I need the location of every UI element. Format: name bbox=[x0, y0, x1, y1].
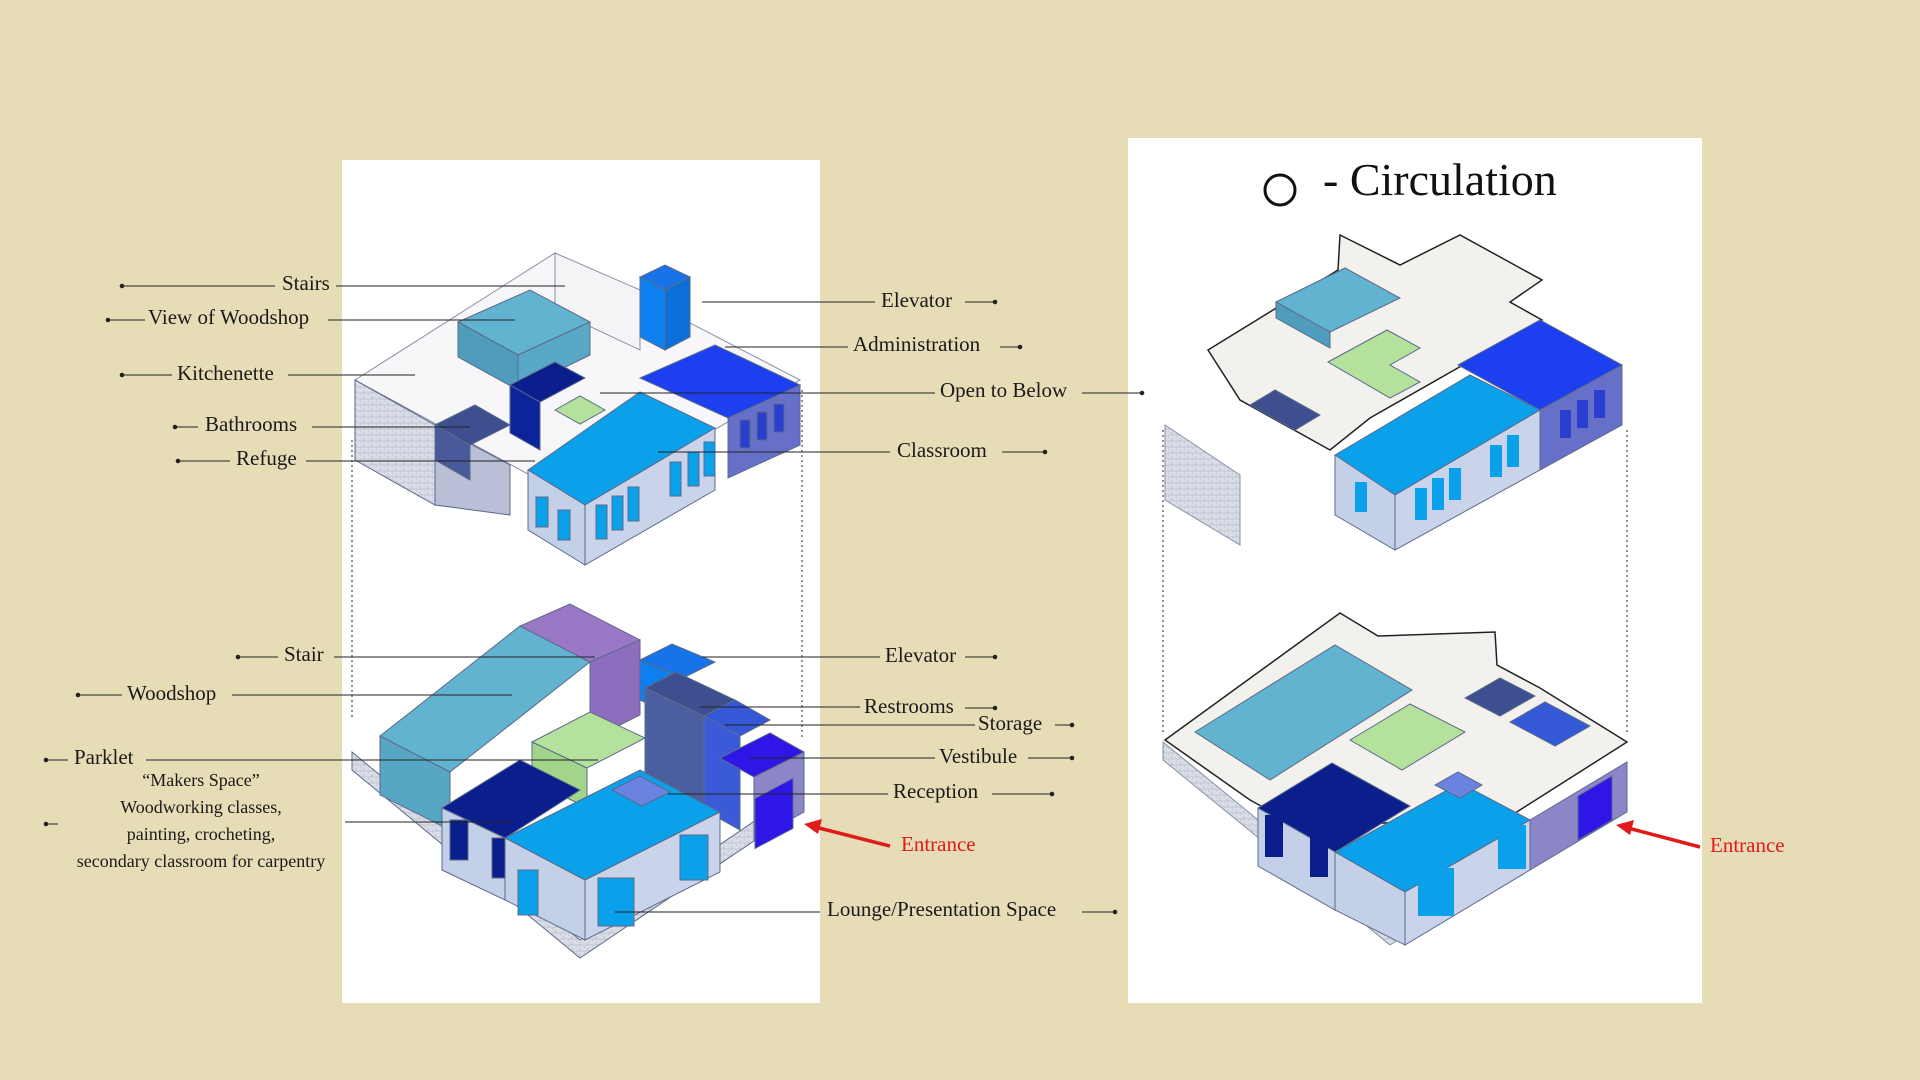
label-view-woodshop: View of Woodshop bbox=[148, 305, 310, 329]
label-kitchenette: Kitchenette bbox=[177, 361, 274, 385]
upper-classroom-window bbox=[557, 509, 571, 541]
upper-elevator-front bbox=[639, 276, 666, 351]
label-stairs: Stairs bbox=[282, 271, 330, 295]
upper-elevator-side bbox=[664, 276, 691, 351]
upper-stair-box bbox=[554, 252, 641, 351]
label-entrance: Entrance bbox=[901, 832, 976, 856]
label-lounge: Lounge/Presentation Space bbox=[827, 897, 1057, 921]
upper-classroom-window bbox=[669, 461, 682, 497]
upper-admin-window bbox=[739, 419, 751, 449]
upper-classroom-window bbox=[687, 451, 700, 487]
circ-upper-slate bbox=[1249, 389, 1321, 431]
right-leader-lines bbox=[600, 299, 1145, 915]
right-upper-floor bbox=[1164, 233, 1624, 551]
circ-lower-reception bbox=[1433, 771, 1484, 799]
label-woodshop: Woodshop bbox=[127, 681, 217, 705]
entrance-arrows bbox=[804, 819, 1701, 849]
circ-lower-storage bbox=[1508, 701, 1592, 747]
circ-upper-left-wall bbox=[1164, 424, 1241, 546]
upper-admin-window bbox=[773, 403, 785, 433]
upper-classroom-window bbox=[703, 441, 716, 477]
upper-classroom-side bbox=[584, 427, 716, 566]
label-restrooms: Restrooms bbox=[864, 694, 954, 718]
label-stair: Stair bbox=[284, 642, 324, 666]
left-upper-floor bbox=[354, 252, 802, 566]
label-reception: Reception bbox=[893, 779, 979, 803]
lower-makers-door bbox=[449, 819, 469, 861]
upper-classroom-window bbox=[627, 486, 640, 522]
label-elevator-upper: Elevator bbox=[881, 288, 953, 312]
circ-lower-lightblue bbox=[1194, 644, 1413, 781]
lower-lounge-window bbox=[597, 877, 635, 927]
label-administration: Administration bbox=[853, 332, 981, 356]
upper-classroom-window bbox=[595, 504, 608, 540]
label-bathrooms: Bathrooms bbox=[205, 412, 298, 436]
label-open-to-below: Open to Below bbox=[940, 378, 1068, 402]
label-refuge: Refuge bbox=[236, 446, 297, 470]
circulation-legend-icon bbox=[1263, 173, 1297, 207]
makers-line-4: secondary classroom for carpentry bbox=[76, 851, 326, 871]
lower-lounge-window bbox=[517, 869, 539, 916]
circ-lower-slate bbox=[1463, 677, 1537, 717]
circ-upper-classroom-side bbox=[1394, 409, 1541, 551]
label-storage: Storage bbox=[978, 711, 1043, 735]
upper-classroom-window bbox=[535, 496, 549, 528]
lower-entrance-door bbox=[754, 777, 794, 850]
label-makers-space: “Makers Space” Woodworking classes, pain… bbox=[60, 767, 342, 875]
upper-refuge-front bbox=[509, 384, 541, 451]
label-circulation-entrance: Entrance bbox=[1710, 833, 1785, 857]
upper-bathrooms-front bbox=[434, 424, 471, 481]
lower-storage-front bbox=[703, 715, 741, 831]
makers-line-3: painting, crocheting, bbox=[126, 824, 276, 844]
lower-reception bbox=[610, 775, 672, 807]
circ-upper-lightblue-front bbox=[1275, 301, 1331, 349]
upper-open-to-below bbox=[553, 395, 607, 425]
lower-lounge-window bbox=[679, 834, 709, 881]
label-classroom: Classroom bbox=[897, 438, 987, 462]
makers-line-2: Woodworking classes, bbox=[120, 797, 282, 817]
upper-classroom-window bbox=[611, 495, 624, 531]
upper-admin-window bbox=[756, 411, 768, 441]
label-parklet: Parklet bbox=[74, 745, 134, 769]
circ-lower-entrance-door bbox=[1577, 775, 1613, 841]
makers-line-1: “Makers Space” bbox=[142, 770, 260, 790]
circ-upper-mint bbox=[1326, 329, 1422, 399]
right-lower-floor bbox=[1162, 612, 1629, 946]
left-leader-lines bbox=[43, 283, 598, 827]
circulation-legend: - Circulation bbox=[1323, 154, 1557, 205]
label-vestibule: Vestibule bbox=[939, 744, 1018, 768]
label-elevator-lower: Elevator bbox=[885, 643, 957, 667]
circ-lower-mint bbox=[1349, 703, 1467, 771]
